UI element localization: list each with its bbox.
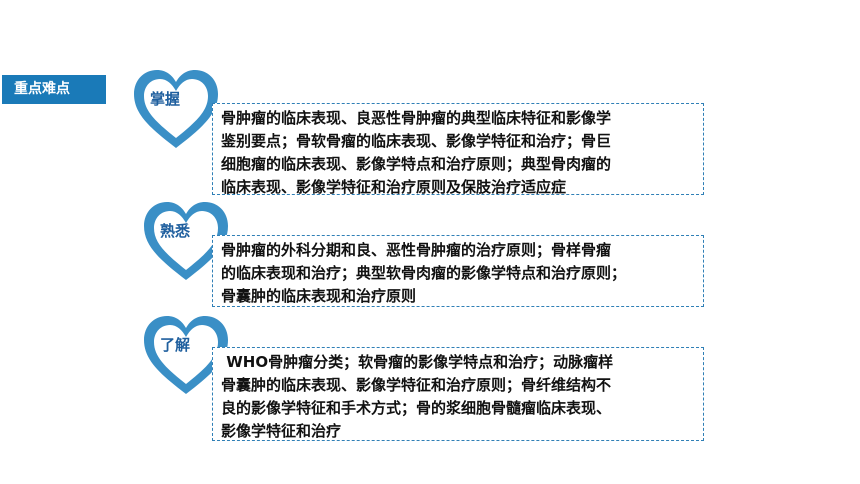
content-line: 鉴别要点；骨软骨瘤的临床表现、影像学特征和治疗；骨巨 <box>221 132 612 150</box>
content-line: 临床表现、影像学特征和治疗原则及保肢治疗适应症 <box>221 178 567 196</box>
section-label: 熟悉 <box>160 222 191 240</box>
heart-icon <box>144 316 228 394</box>
content-box-familiar: 骨肿瘤的外科分期和良、恶性骨肿瘤的治疗原则；骨样骨瘤 的临床表现和治疗；典型软骨… <box>212 235 704 307</box>
content-line: 骨肿瘤的临床表现、良恶性骨肿瘤的典型临床特征和影像学 <box>221 109 612 127</box>
heart-icon-master: 掌握 <box>130 66 222 158</box>
content-line: 良的影像学特征和手术方式；骨的浆细胞骨髓瘤临床表现、 <box>221 399 612 417</box>
content-line: 影像学特征和治疗 <box>221 422 342 440</box>
content-line: 骨肿瘤的外科分期和良、恶性骨肿瘤的治疗原则；骨样骨瘤 <box>221 241 612 259</box>
section-tag: 重点难点 <box>2 75 106 104</box>
content-line: 的临床表现和治疗；典型软骨肉瘤的影像学特点和治疗原则； <box>221 264 627 282</box>
heart-icon <box>144 202 228 280</box>
content-box-understand: WHO骨肿瘤分类；软骨瘤的影像学特点和治疗；动脉瘤样 骨囊肿的临床表现、影像学特… <box>212 347 704 441</box>
content-line: WHO骨肿瘤分类；软骨瘤的影像学特点和治疗；动脉瘤样 <box>221 353 614 371</box>
heart-icon-familiar: 熟悉 <box>140 198 232 290</box>
content-line: 细胞瘤的临床表现、影像学特点和治疗原则；典型骨肉瘤的 <box>221 155 612 173</box>
content-line: 骨囊肿的临床表现、影像学特征和治疗原则；骨纤维结构不 <box>221 376 612 394</box>
content-box-master: 骨肿瘤的临床表现、良恶性骨肿瘤的典型临床特征和影像学 鉴别要点；骨软骨瘤的临床表… <box>212 103 704 196</box>
heart-icon-understand: 了解 <box>140 312 232 404</box>
section-label: 了解 <box>160 336 191 354</box>
content-line: 骨囊肿的临床表现和治疗原则 <box>221 287 417 305</box>
section-label: 掌握 <box>150 90 181 108</box>
heart-icon <box>134 70 218 148</box>
